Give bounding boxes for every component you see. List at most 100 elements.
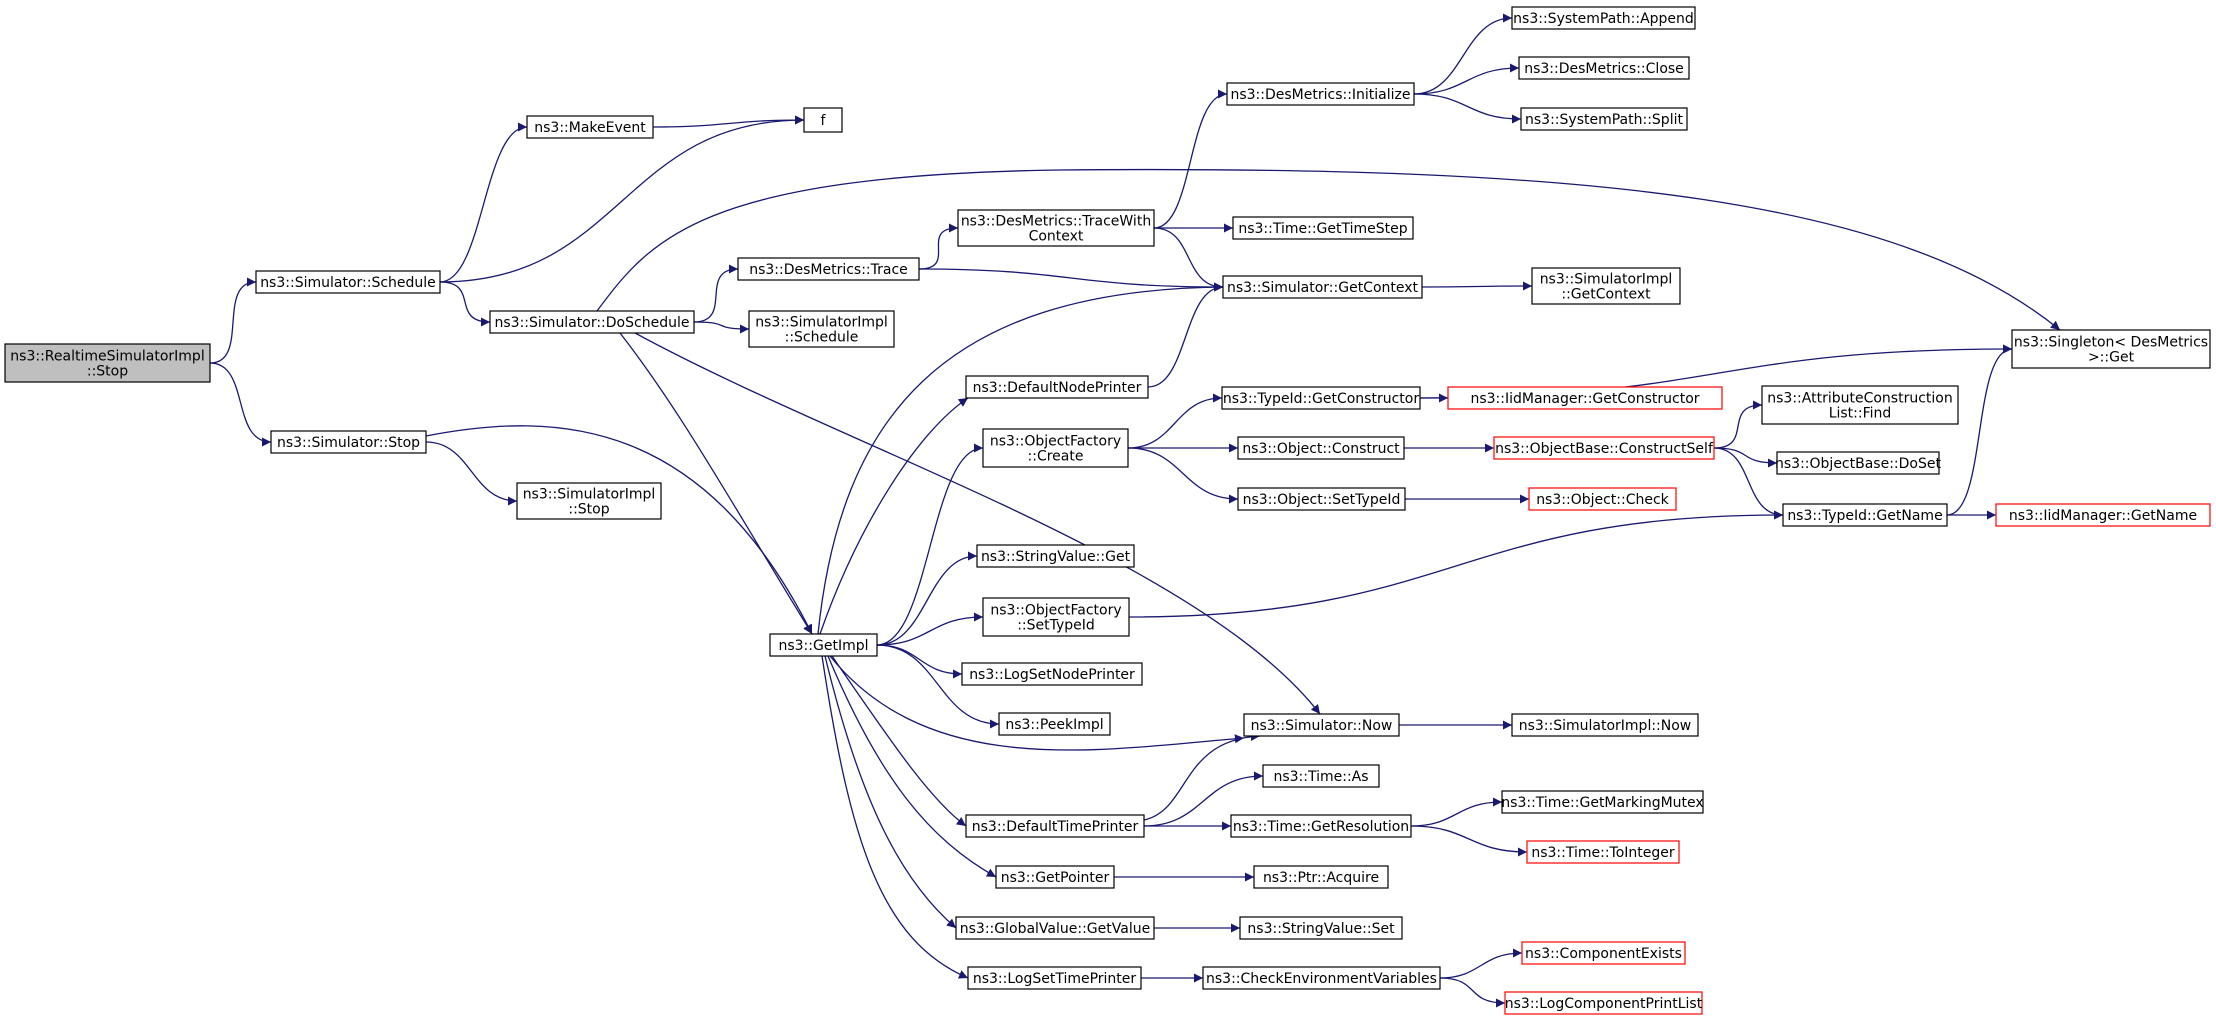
edge-n8-to-n16 bbox=[918, 268, 1224, 292]
node-label: ns3::SystemPath::Append bbox=[1513, 11, 1694, 27]
edge-n7-to-n19 bbox=[819, 397, 969, 635]
edge-n39-to-n40 bbox=[1410, 797, 1503, 827]
node-ns3-objectbase-doset[interactable]: ns3::ObjectBase::DoSet bbox=[1775, 451, 1941, 475]
node-ns3-objectfactory-settypeid[interactable]: ns3::ObjectFactory::SetTypeId bbox=[982, 597, 1130, 637]
node-label: ns3::LogSetNodePrinter bbox=[969, 667, 1135, 683]
node-ns3-stringvalue-get[interactable]: ns3::StringValue::Get bbox=[976, 544, 1135, 568]
node-ns3-desmetrics-initialize[interactable]: ns3::DesMetrics::Initialize bbox=[1226, 82, 1415, 106]
node-ns3-simulator-stop[interactable]: ns3::Simulator::Stop bbox=[270, 430, 427, 454]
node-ns3-typeid-getconstructor[interactable]: ns3::TypeId::GetConstructor bbox=[1221, 386, 1421, 410]
node-ns3-globalvalue-getvalue[interactable]: ns3::GlobalValue::GetValue bbox=[955, 916, 1155, 940]
node-ns3-time-getresolution[interactable]: ns3::Time::GetResolution bbox=[1230, 814, 1412, 838]
node-ns3-desmetrics-trace[interactable]: ns3::DesMetrics::Trace bbox=[737, 257, 920, 281]
node-ns3-getimpl[interactable]: ns3::GetImpl bbox=[769, 633, 878, 657]
node-label: ns3::ObjectFactory bbox=[990, 603, 1121, 619]
node-ns3-object-check[interactable]: ns3::Object::Check bbox=[1528, 487, 1677, 511]
edge-n5-to-n18 bbox=[596, 168, 2061, 331]
node-label: ns3::SystemPath::Split bbox=[1525, 112, 1683, 128]
node-ns3-systempath-append[interactable]: ns3::SystemPath::Append bbox=[1511, 6, 1696, 30]
node-label: ::SetTypeId bbox=[1017, 618, 1095, 634]
node-ns3-simulator-getcontext[interactable]: ns3::Simulator::GetContext bbox=[1222, 275, 1423, 299]
node-box bbox=[1243, 713, 1400, 737]
node-ns3-simulator-doschedule[interactable]: ns3::Simulator::DoSchedule bbox=[489, 310, 695, 334]
node-ns3-getpointer[interactable]: ns3::GetPointer bbox=[995, 865, 1115, 889]
node-label: ns3::Object::SetTypeId bbox=[1243, 492, 1401, 508]
node-label: ns3::SimulatorImpl bbox=[1540, 272, 1673, 288]
edge-n10-to-n16 bbox=[1153, 227, 1224, 292]
node-ns3-simulatorimpl-now[interactable]: ns3::SimulatorImpl::Now bbox=[1511, 713, 1699, 737]
edge-n29-to-n18 bbox=[1946, 344, 2013, 516]
node-ns3-objectfactory-create[interactable]: ns3::ObjectFactory::Create bbox=[982, 428, 1129, 468]
node-box bbox=[1239, 916, 1403, 940]
node-ns3-ptr-acquire[interactable]: ns3::Ptr::Acquire bbox=[1253, 865, 1389, 889]
node-ns3-stringvalue-set[interactable]: ns3::StringValue::Set bbox=[1239, 916, 1403, 940]
call-edges bbox=[209, 13, 2061, 1008]
node-box bbox=[1262, 764, 1380, 788]
edge-n24-to-n25 bbox=[1713, 400, 1763, 449]
node-ns3-componentexists[interactable]: ns3::ComponentExists bbox=[1521, 941, 1686, 965]
node-label: ns3::GlobalValue::GetValue bbox=[960, 921, 1150, 937]
node-ns3-simulatorimpl-schedule[interactable]: ns3::SimulatorImpl::Schedule bbox=[748, 310, 895, 348]
node-box bbox=[995, 865, 1115, 889]
node-label: ::Create bbox=[1028, 449, 1084, 465]
edge-n7-to-n38 bbox=[831, 655, 967, 827]
node-box bbox=[955, 916, 1155, 940]
edge-n38-to-n37 bbox=[1143, 771, 1264, 827]
edge-n2-to-n7 bbox=[425, 425, 813, 635]
node-ns3-iidmanager-getname[interactable]: ns3::IidManager::GetName bbox=[1995, 503, 2211, 527]
node-box bbox=[967, 966, 1142, 990]
node-label: ns3::GetImpl bbox=[778, 638, 868, 654]
node-box bbox=[1221, 386, 1421, 410]
node-ns3-logsetnodeprinter[interactable]: ns3::LogSetNodePrinter bbox=[961, 662, 1143, 686]
node-label: ns3::Object::Construct bbox=[1242, 441, 1400, 457]
node-ns3-logcomponentprintlist[interactable]: ns3::LogComponentPrintList bbox=[1504, 991, 1703, 1015]
node-ns3-realtimesimulatorimpl-stop[interactable]: ns3::RealtimeSimulatorImpl::Stop bbox=[4, 343, 211, 383]
node-label: ns3::SimulatorImpl::Now bbox=[1519, 718, 1692, 734]
node-f[interactable]: f bbox=[803, 107, 843, 133]
node-ns3-typeid-getname[interactable]: ns3::TypeId::GetName bbox=[1782, 503, 1948, 527]
node-label: ns3::TypeId::GetConstructor bbox=[1223, 391, 1419, 407]
node-ns3-defaulttimeprinter[interactable]: ns3::DefaultTimePrinter bbox=[965, 814, 1145, 838]
node-ns3-iidmanager-getconstructor[interactable]: ns3::IidManager::GetConstructor bbox=[1447, 386, 1723, 410]
node-ns3-objectbase-constructself[interactable]: ns3::ObjectBase::ConstructSelf bbox=[1493, 436, 1715, 460]
node-label: ns3::LogComponentPrintList bbox=[1505, 996, 1703, 1012]
node-ns3-peekimpl[interactable]: ns3::PeekImpl bbox=[998, 712, 1111, 736]
node-ns3-simulator-now[interactable]: ns3::Simulator::Now bbox=[1243, 713, 1400, 737]
edge-n7-to-n32 bbox=[876, 612, 984, 646]
node-label: ns3::Time::GetMarkingMutex bbox=[1501, 795, 1703, 811]
node-ns3-defaultnodeprinter[interactable]: ns3::DefaultNodePrinter bbox=[965, 375, 1149, 399]
node-label: ns3::Simulator::DoSchedule bbox=[495, 315, 690, 331]
node-ns3-systempath-split[interactable]: ns3::SystemPath::Split bbox=[1520, 107, 1688, 131]
node-ns3-checkenvironmentvariables[interactable]: ns3::CheckEnvironmentVariables bbox=[1202, 966, 1441, 990]
node-label: ns3::AttributeConstruction bbox=[1767, 391, 1952, 407]
node-ns3-singleton-desmetrics-get[interactable]: ns3::Singleton< DesMetrics >::Get bbox=[2011, 329, 2211, 369]
edge-n20-to-n21 bbox=[1127, 393, 1223, 449]
node-label: ns3::ObjectBase::ConstructSelf bbox=[1495, 441, 1714, 457]
node-ns3-time-getmarkingmutex[interactable]: ns3::Time::GetMarkingMutex bbox=[1501, 790, 1704, 814]
node-ns3-simulatorimpl-stop[interactable]: ns3::SimulatorImpl::Stop bbox=[516, 482, 662, 520]
node-ns3-object-construct[interactable]: ns3::Object::Construct bbox=[1237, 436, 1405, 460]
node-ns3-logsettimeprinter[interactable]: ns3::LogSetTimePrinter bbox=[967, 966, 1142, 990]
node-ns3-time-gettimestep[interactable]: ns3::Time::GetTimeStep bbox=[1232, 216, 1414, 240]
node-ns3-simulator-schedule[interactable]: ns3::Simulator::Schedule bbox=[255, 270, 441, 294]
node-label: ns3::DefaultNodePrinter bbox=[973, 380, 1142, 396]
node-label: ns3::IidManager::GetName bbox=[2009, 508, 2197, 524]
node-ns3-time-as[interactable]: ns3::Time::As bbox=[1262, 764, 1380, 788]
node-ns3-makeevent[interactable]: ns3::MakeEvent bbox=[526, 115, 654, 139]
node-ns3-desmetrics-close[interactable]: ns3::DesMetrics::Close bbox=[1518, 56, 1690, 80]
node-label: ns3::Ptr::Acquire bbox=[1263, 870, 1379, 886]
node-label: >::Get bbox=[2088, 350, 2135, 366]
node-ns3-object-settypeid[interactable]: ns3::Object::SetTypeId bbox=[1237, 487, 1406, 511]
node-label: ns3::DesMetrics::Initialize bbox=[1230, 87, 1410, 103]
edge-n7-to-n33 bbox=[876, 644, 963, 679]
node-label: ns3::Simulator::Schedule bbox=[260, 275, 436, 291]
node-ns3-simulatorimpl-getcontext[interactable]: ns3::SimulatorImpl::GetContext bbox=[1531, 267, 1681, 305]
node-ns3-time-tointeger[interactable]: ns3::Time::ToInteger bbox=[1526, 840, 1680, 864]
node-box bbox=[1782, 503, 1948, 527]
node-box bbox=[1531, 267, 1681, 305]
node-box bbox=[1501, 790, 1704, 814]
edge-n20-to-n27 bbox=[1127, 447, 1239, 504]
node-box bbox=[976, 544, 1135, 568]
